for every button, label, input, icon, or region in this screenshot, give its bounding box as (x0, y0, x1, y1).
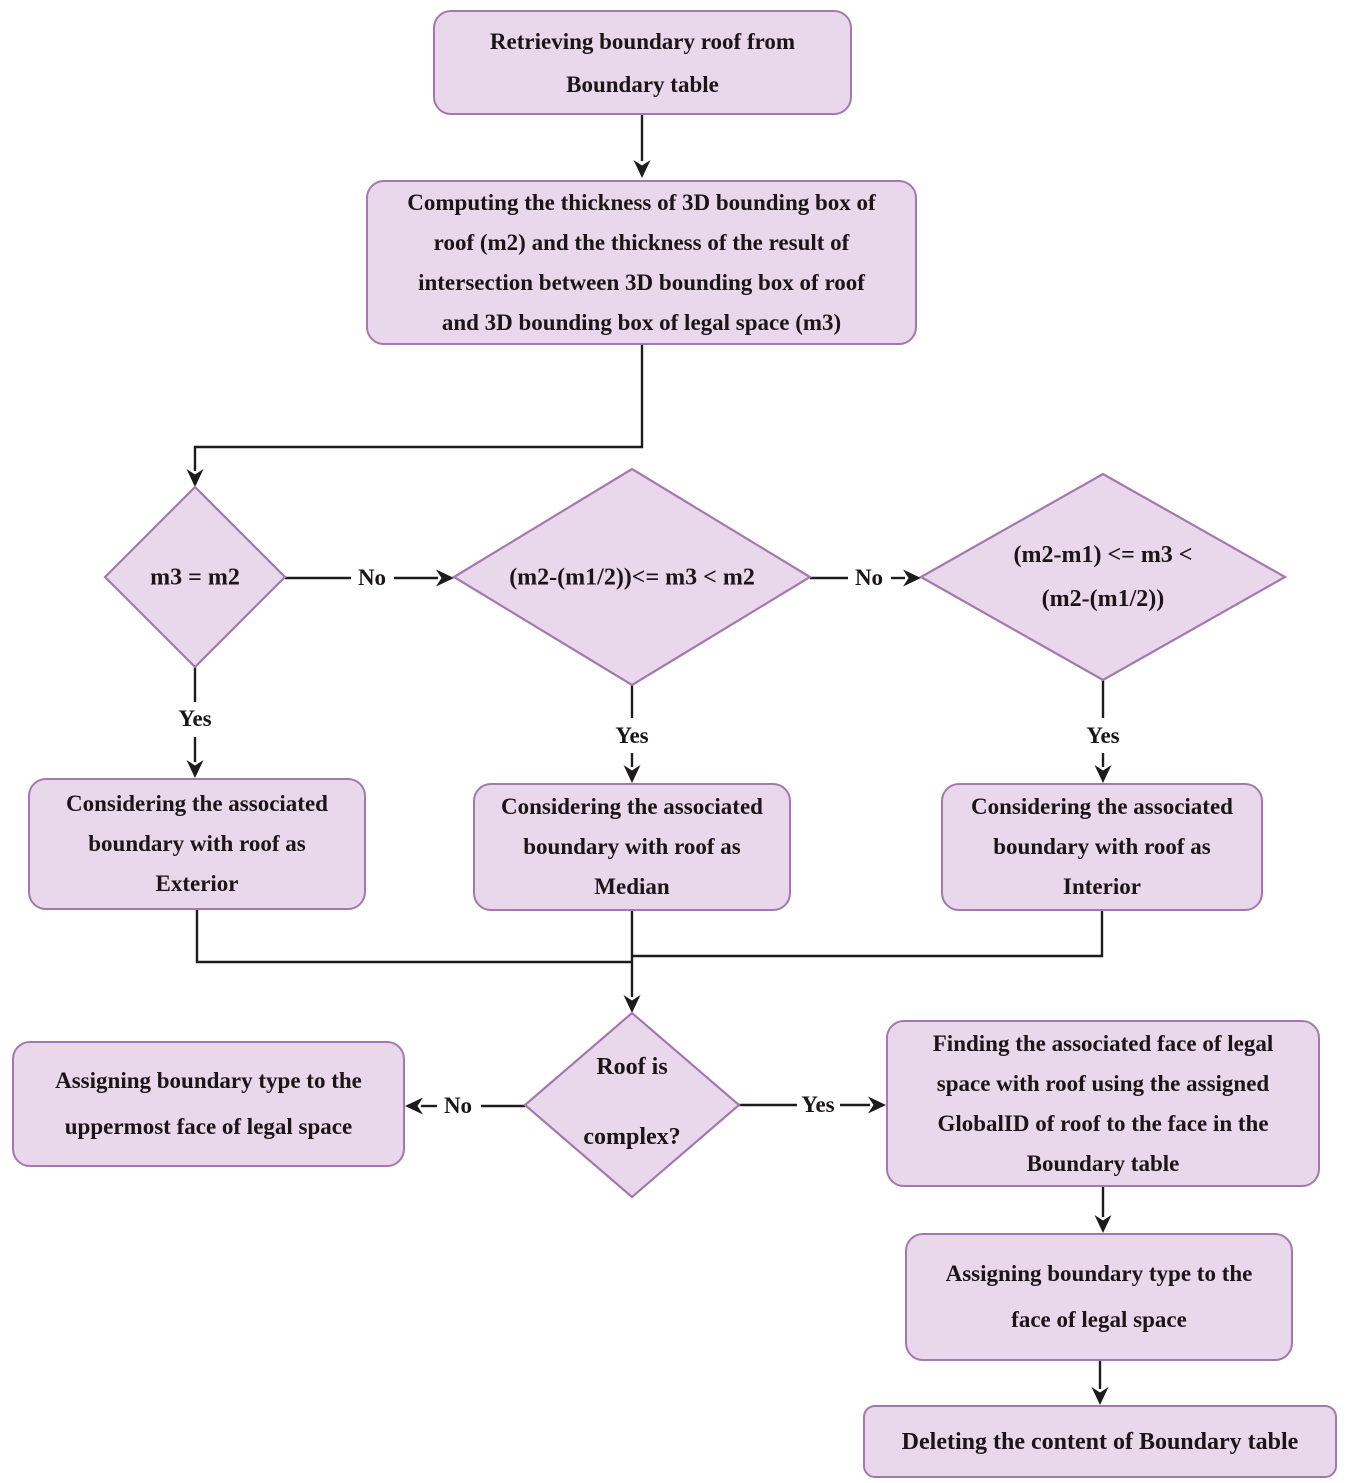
edge-assign-to-delete (1091, 1361, 1109, 1405)
node-find-associated-face: Finding the associated face of legal spa… (886, 1020, 1320, 1187)
node-label: Assigning boundary type to the uppermost… (55, 1068, 362, 1139)
edge-no-to-uppermost (405, 1097, 525, 1115)
arrowhead-right-icon (903, 569, 921, 587)
arrowhead-down-icon (1094, 1215, 1112, 1233)
edge-label-no-exterior: No (357, 565, 387, 590)
edge-start-to-compute (633, 115, 651, 178)
node-label: Assigning boundary type to the face of l… (945, 1261, 1253, 1332)
edge-merge-to-decision-complex (623, 911, 641, 1013)
decision-interior-range-shape (918, 472, 1288, 682)
arrowhead-left-icon (405, 1097, 423, 1115)
edge-label-no-complex: No (443, 1093, 473, 1118)
edge-merge-interior (631, 911, 1104, 958)
arrowhead-down-icon (623, 765, 641, 783)
node-interior-boundary: Considering the associated boundary with… (941, 783, 1263, 911)
decision-m3-equals-m2-label: m3 = m2 (150, 564, 240, 591)
node-label: Computing the thickness of 3D bounding b… (407, 189, 876, 335)
edge-label-yes-exterior: Yes (178, 706, 212, 731)
node-label: Finding the associated face of legal spa… (932, 1030, 1274, 1176)
node-label: Considering the associated boundary with… (971, 794, 1233, 899)
node-median-boundary: Considering the associated boundary with… (473, 783, 791, 911)
node-retrieve-boundary-roof: Retrieving boundary roof from Boundary t… (433, 10, 852, 115)
decision-interior-range-label: (m2-m1) <= m3 < (m2-(m1/2)) (1013, 542, 1193, 612)
node-delete-boundary-table: Deleting the content of Boundary table (863, 1405, 1337, 1478)
decision-m3-equals-m2-shape (103, 485, 287, 669)
edge-label-no-median: No (854, 565, 884, 590)
edge-find-to-assign-face (1094, 1187, 1112, 1233)
edge-yes-to-find-face (739, 1096, 886, 1114)
edge-compute-to-decision-exterior (186, 345, 644, 487)
arrowhead-down-icon (1094, 765, 1112, 783)
edge-no-to-decision-median (285, 569, 454, 587)
arrowhead-down-icon (186, 469, 204, 487)
arrowhead-down-icon (623, 995, 641, 1013)
edge-yes-to-median (623, 685, 641, 783)
node-exterior-boundary: Considering the associated boundary with… (28, 778, 366, 910)
arrowhead-down-icon (186, 760, 204, 778)
node-label: Considering the associated boundary with… (501, 794, 763, 899)
node-compute-thickness: Computing the thickness of 3D bounding b… (366, 180, 917, 345)
decision-median-range-shape (451, 467, 813, 687)
edge-merge-exterior (195, 910, 633, 964)
edge-no-to-decision-interior (810, 569, 921, 587)
edge-yes-to-exterior (186, 667, 204, 778)
edge-yes-to-interior (1094, 680, 1112, 783)
decision-roof-complex-shape (523, 1011, 741, 1199)
arrowhead-right-icon (868, 1096, 886, 1114)
edge-label-yes-complex: Yes (801, 1092, 835, 1117)
arrowhead-down-icon (1091, 1387, 1109, 1405)
arrowhead-right-icon (436, 569, 454, 587)
node-label: Considering the associated boundary with… (66, 791, 328, 896)
decision-roof-complex-label: Roof is complex? (583, 1054, 681, 1150)
node-label: Deleting the content of Boundary table (901, 1428, 1299, 1455)
decision-median-range-label: (m2-(m1/2))<= m3 < m2 (509, 564, 755, 591)
arrowhead-down-icon (633, 160, 651, 178)
edge-label-yes-interior: Yes (1086, 723, 1120, 748)
node-assign-uppermost-face: Assigning boundary type to the uppermost… (12, 1041, 405, 1167)
edge-label-yes-median: Yes (615, 723, 649, 748)
node-assign-face: Assigning boundary type to the face of l… (905, 1233, 1293, 1361)
node-label: Retrieving boundary roof from Boundary t… (489, 28, 796, 97)
